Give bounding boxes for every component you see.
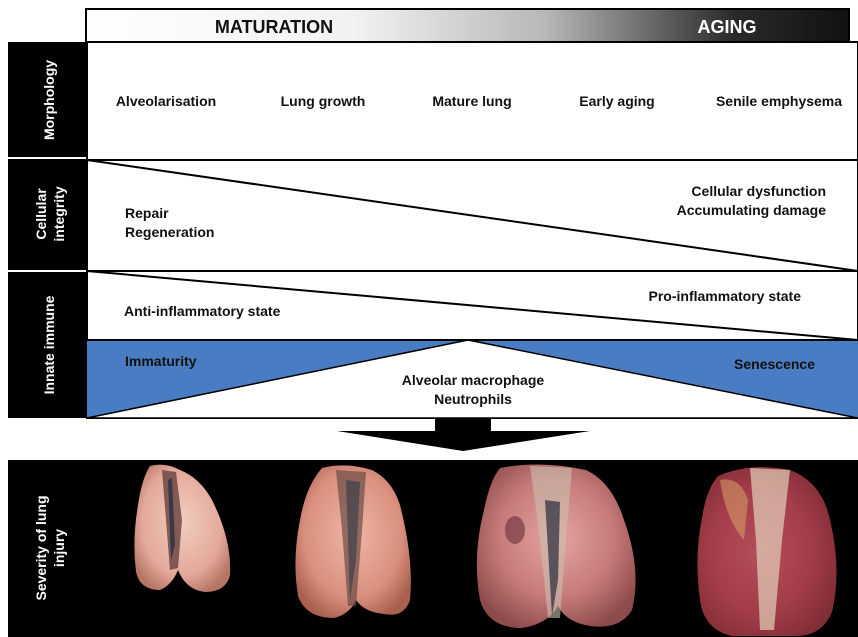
row-label-innate-immune: Innate immune <box>41 295 57 394</box>
cellular-right-dysfunction: Cellular dysfunction <box>691 183 826 199</box>
morph-stage-senile-emphysema: Senile emphysema <box>716 93 842 109</box>
row-label-morphology: Morphology <box>41 60 57 140</box>
cellular-left-repair: Repair <box>125 205 169 221</box>
header-aging: AGING <box>697 17 756 37</box>
immune-left-immaturity: Immaturity <box>125 353 197 369</box>
morph-stage-early-aging: Early aging <box>579 93 654 109</box>
cellular-left-regeneration: Regeneration <box>125 224 214 240</box>
header-maturation: MATURATION <box>215 17 333 37</box>
row-label-integrity: integrity <box>51 186 67 241</box>
immune-center-neutrophils: Neutrophils <box>434 391 512 407</box>
immune-center-macrophage: Alveolar macrophage <box>402 372 545 388</box>
innate-right-pro-inflammatory: Pro-inflammatory state <box>649 288 802 304</box>
severity-label-line1: Severity of lung <box>33 495 49 600</box>
row-label-cellular: Cellular <box>33 188 49 240</box>
morph-stage-lung-growth: Lung growth <box>281 93 366 109</box>
morph-stage-alveolarisation: Alveolarisation <box>116 93 216 109</box>
down-arrow <box>337 418 590 451</box>
morph-stage-mature-lung: Mature lung <box>432 93 511 109</box>
lung-photo-4 <box>697 467 836 636</box>
immune-right-senescence: Senescence <box>734 356 815 372</box>
cellular-right-damage: Accumulating damage <box>677 202 827 218</box>
severity-label-line2: injury <box>51 529 67 567</box>
innate-left-anti-inflammatory: Anti-inflammatory state <box>124 303 281 319</box>
